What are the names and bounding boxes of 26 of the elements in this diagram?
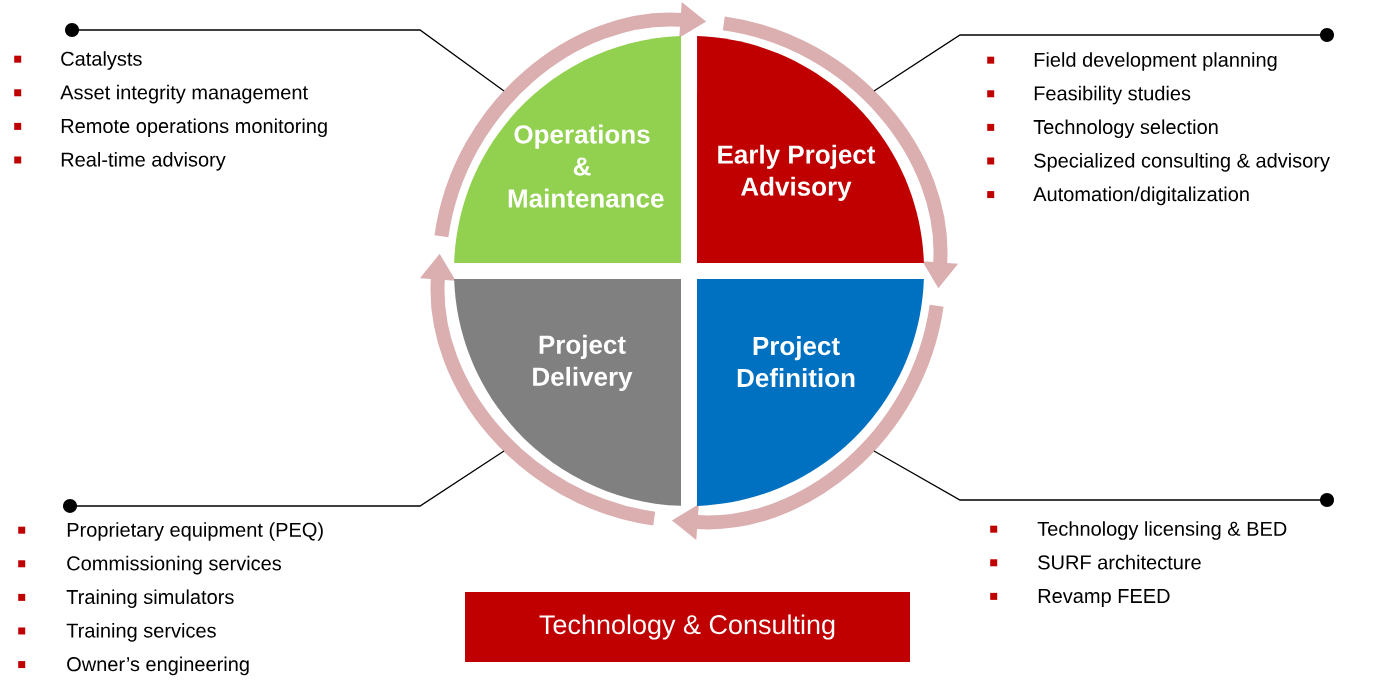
bullet-item: Proprietary equipment (PEQ) <box>18 522 323 541</box>
quadrant-segment: Operations & Maintenance <box>454 36 681 263</box>
bullet-item: Owner’s engineering <box>18 656 249 676</box>
bullet-item: Revamp FEED <box>990 589 1170 608</box>
quadrant-segment: Project Definition <box>697 279 924 506</box>
leader-line <box>63 450 505 513</box>
bullet-item: Catalysts <box>14 51 142 70</box>
bullet-item: Training simulators <box>18 589 234 609</box>
bullet-item: Automation/digitalization <box>987 186 1249 206</box>
bullet-item: Real-time advisory <box>14 152 226 171</box>
bullet-item: Specialized consulting & advisory <box>987 153 1330 172</box>
leader-line <box>873 28 1334 92</box>
bullet-item: SURF architecture <box>990 554 1201 570</box>
bullet-item: Asset integrity management <box>14 84 308 104</box>
leader-line <box>873 450 1334 507</box>
bullet-item: Technology licensing & BED <box>990 521 1287 540</box>
leader-line <box>65 23 505 92</box>
quadrant-segment: Early Project Advisory <box>697 36 924 263</box>
bullet-item: Training services <box>18 623 216 642</box>
quadrant-segment: Project Delivery <box>454 279 681 506</box>
title-banner: Technology & Consulting <box>465 592 910 662</box>
bullet-item: Remote operations monitoring <box>14 118 327 138</box>
bullet-item: Technology selection <box>987 119 1218 139</box>
bullet-item: Feasibility studies <box>987 85 1191 105</box>
bullet-item: Commissioning services <box>18 555 282 575</box>
bullet-item: Field development planning <box>987 52 1277 71</box>
